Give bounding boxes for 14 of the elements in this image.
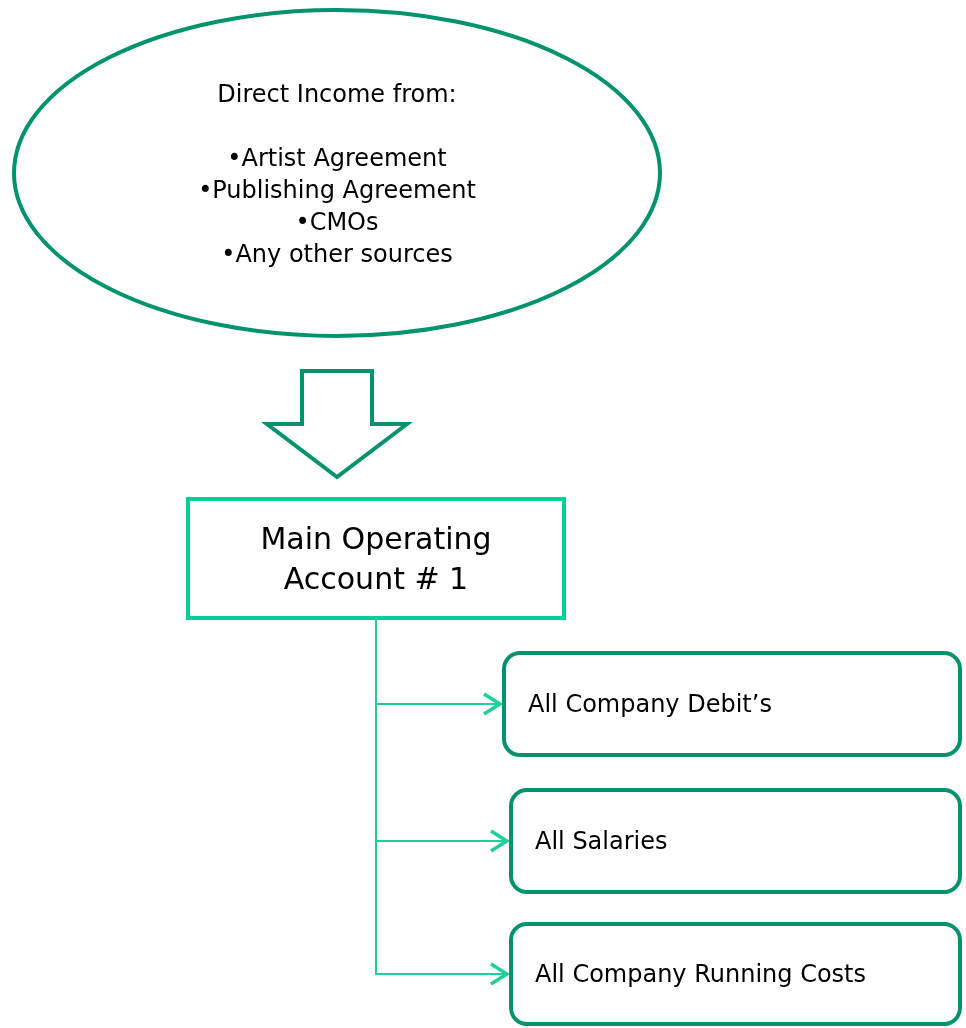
box-label: Main Operating Account # 1	[259, 519, 493, 598]
bullet-item: •Publishing Agreement	[197, 175, 477, 206]
bullet-item: •Any other sources	[220, 239, 454, 270]
box-label: All Company Debit’s	[528, 689, 773, 720]
expense-box	[502, 651, 962, 757]
account-box	[186, 497, 566, 620]
expense-box	[509, 788, 962, 894]
heading-text: Direct Income from:	[216, 79, 458, 110]
expense-box	[509, 922, 962, 1026]
box-label: All Company Running Costs	[535, 959, 868, 990]
box-label: All Salaries	[535, 826, 669, 857]
bullet-item: •Artist Agreement	[226, 143, 448, 174]
block-arrow	[261, 369, 413, 480]
bullet-item: •CMOs	[294, 207, 380, 238]
